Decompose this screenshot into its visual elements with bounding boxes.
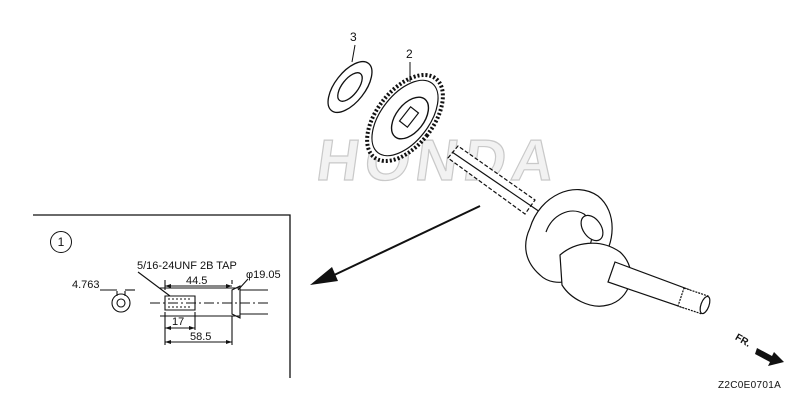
crankshaft bbox=[447, 145, 711, 315]
callout-detail-1: 1 bbox=[50, 231, 72, 253]
washer-part-3 bbox=[327, 60, 373, 114]
dimension-arrowheads bbox=[165, 284, 232, 344]
diameter-label: φ19.05 bbox=[246, 269, 281, 281]
drawing-code: Z2C0E0701A bbox=[718, 380, 782, 391]
honda-watermark: HONDA bbox=[313, 128, 565, 193]
detail-arrow bbox=[310, 205, 481, 285]
detail-frame bbox=[33, 214, 291, 378]
gear-part-2 bbox=[365, 72, 445, 164]
front-direction-arrow bbox=[755, 348, 784, 366]
depth-dimension-label: 44.5 bbox=[186, 275, 208, 287]
detail-end-view bbox=[100, 289, 135, 313]
hole-dimension-label: 4.763 bbox=[72, 279, 100, 291]
callout-part-3: 3 bbox=[350, 30, 357, 44]
tap-dimension-label: 17 bbox=[172, 316, 185, 328]
leader-part-3 bbox=[351, 44, 356, 63]
detail-section-view bbox=[137, 271, 270, 345]
total-dimension-label: 58.5 bbox=[190, 331, 212, 343]
thread-spec-label: 5/16-24UNF 2B TAP bbox=[137, 260, 237, 272]
callout-part-2: 2 bbox=[406, 47, 413, 61]
